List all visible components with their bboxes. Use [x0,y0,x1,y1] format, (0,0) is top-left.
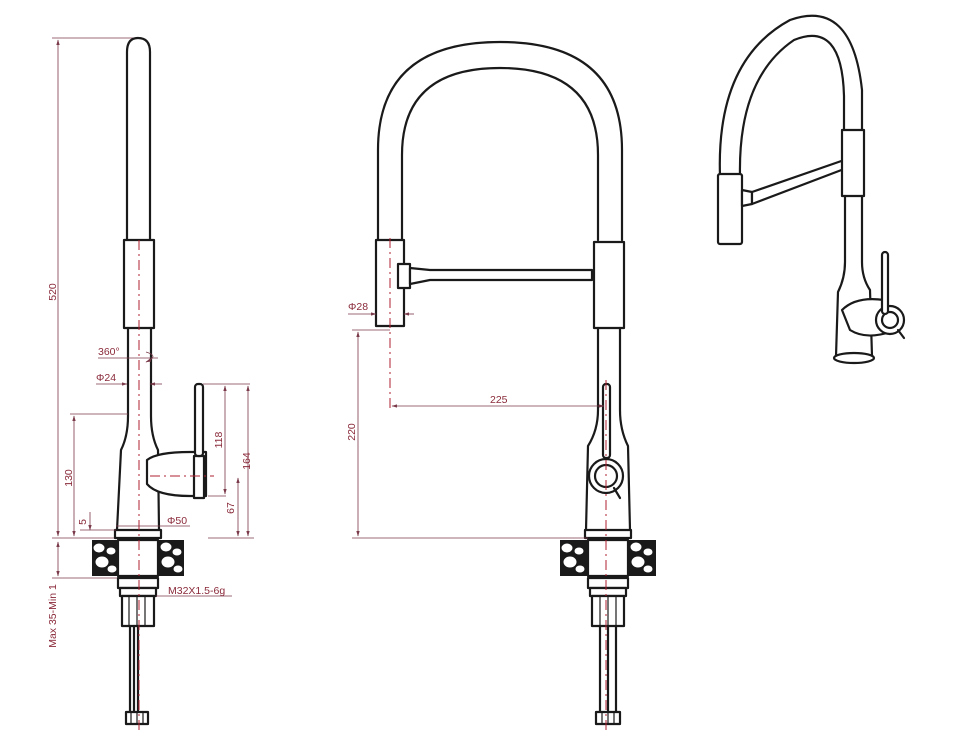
base-flange-front [583,528,633,540]
height-dimension: 520 [47,37,140,539]
rotation-label: 360° [98,346,120,358]
total-height-label: 164 [241,452,253,470]
perspective-spray-head [716,172,744,246]
clearance-label: 220 [346,423,358,441]
mounting-nut-front [586,576,630,590]
mounting-nut-lower [118,586,158,598]
perspective-base [832,351,876,365]
side-view: 520 Max 35-Min 1 [47,36,254,730]
base-diameter-dimension: Φ50 [116,515,190,527]
handle-height-label: 118 [213,431,225,448]
body-height-label: 130 [63,469,75,487]
perspective-hose-outer [718,14,864,178]
reach-label: 225 [490,394,508,406]
countertop-section [92,538,184,578]
perspective-neck [834,194,874,358]
arch-hose-inner [400,66,600,242]
countertop-section-front [560,538,656,578]
head-diameter-dimension: Φ28 [348,301,414,316]
perspective-arm [750,156,854,206]
thread-label: M32X1.5-6g [168,585,225,597]
spray-arm [408,266,594,286]
threaded-shank [120,594,156,628]
faucet-neck-front [584,326,632,532]
height-label: 520 [47,283,59,301]
spout-sleeve-front [592,240,626,330]
rotation-dimension: 360° [98,346,158,363]
clearance-dimension: 220 [346,329,588,539]
mounting-label: Max 35-Min 1 [47,584,59,648]
perspective-sleeve [840,128,866,198]
handle-cap [192,454,206,500]
base-flange [113,528,163,540]
supply-hoses [128,624,140,714]
handle-axis-label: 67 [225,502,237,514]
arch-hose-outer [376,40,624,242]
mounting-range-dimension: Max 35-Min 1 [47,541,118,648]
perspective-lever [880,250,890,316]
mounting-nut [116,576,160,590]
base-offset-dimension: 5 [77,512,116,531]
spout-tube [125,36,152,242]
spout-diameter-label: Φ24 [96,372,116,384]
handle-dimensions: 118 164 67 [203,383,254,539]
reach-dimension: 225 [391,394,605,408]
handle-lever [193,382,205,458]
spray-head-connector [396,262,412,290]
perspective-view [716,14,906,365]
base-offset-label: 5 [77,519,89,525]
spout-diameter-dimension: Φ24 [96,372,162,386]
supply-hoses-front [598,624,618,714]
thread-dimension: M32X1.5-6g [156,585,232,597]
body-height-dimension: 130 [63,413,128,537]
faucet-neck [115,326,161,532]
perspective-hose-inner [738,34,846,178]
handle-hub [145,450,208,498]
front-view: Φ28 225 220 [346,40,656,730]
base-diameter-label: Φ50 [167,515,187,527]
head-diameter-label: Φ28 [348,301,368,313]
